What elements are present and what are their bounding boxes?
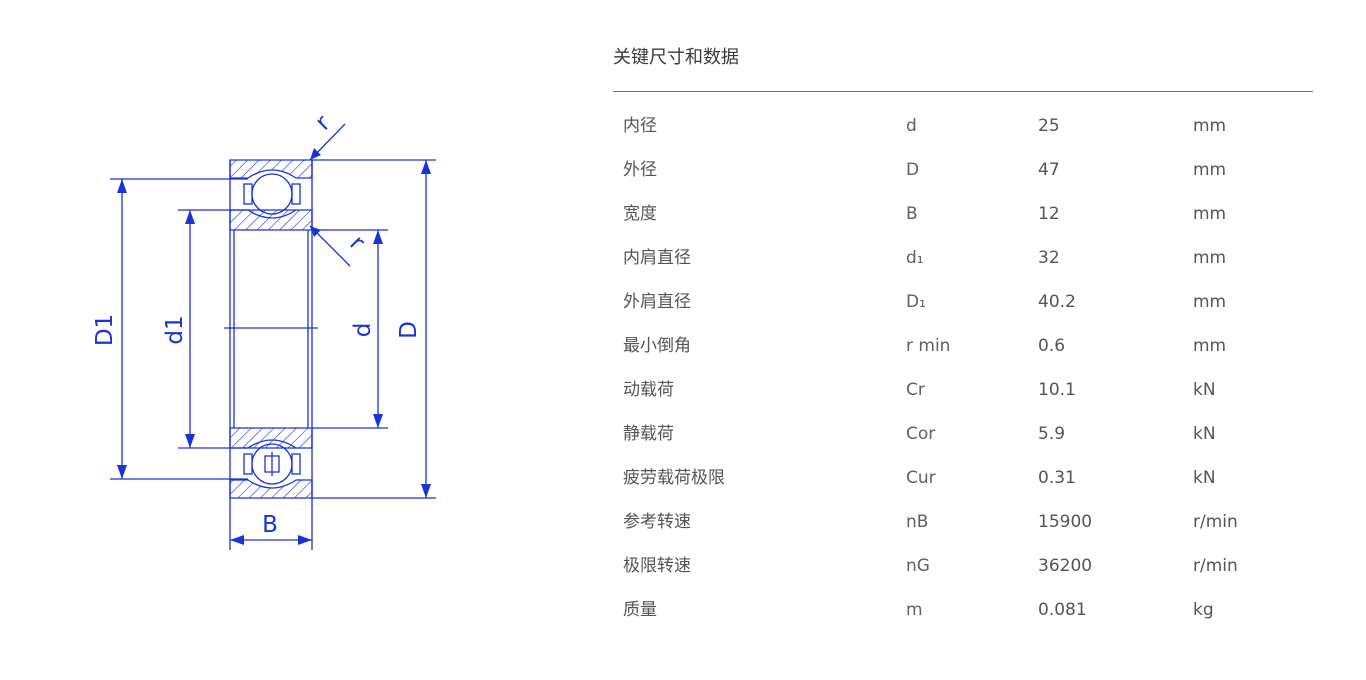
row-name: 极限转速 [623,556,691,576]
table-row: 参考转速 nB 15900 r/min [613,500,1313,544]
row-value: 15900 [1038,512,1093,532]
row-value: 40.2 [1038,292,1076,312]
row-unit: mm [1193,336,1227,356]
row-symbol: D₁ [906,292,926,312]
outer-ring-bottom [229,479,313,499]
row-value: 0.6 [1038,336,1066,356]
label-D: D [396,321,422,339]
row-unit: kN [1193,424,1216,444]
table-row: 质量 m 0.081 kg [613,588,1313,632]
row-symbol: Cor [906,424,936,444]
row-name: 静载荷 [623,424,674,444]
row-symbol: d [906,116,917,136]
row-value: 47 [1038,160,1060,180]
row-symbol: r min [906,336,951,356]
row-name: 最小倒角 [623,336,691,356]
panel-title: 关键尺寸和数据 [613,44,1313,92]
row-symbol: D [906,160,920,180]
row-value: 32 [1038,248,1060,268]
row-value: 36200 [1038,556,1093,576]
label-B: B [262,512,278,538]
row-unit: r/min [1193,556,1238,576]
label-r-top: r [311,110,336,135]
table-row: 外径 D 47 mm [613,148,1313,192]
table-row: 宽度 B 12 mm [613,192,1313,236]
row-unit: mm [1193,116,1227,136]
spec-table: 内径 d 25 mm 外径 D 47 mm 宽度 B 12 mm 内肩直径 d₁ 32 mm 外肩直径 D₁ 40.… [613,104,1313,632]
table-row: 动载荷 Cr 10.1 kN [613,368,1313,412]
row-value: 25 [1038,116,1060,136]
inner-ring-top [229,209,313,231]
table-row: 疲劳载荷极限 Cur 0.31 kN [613,456,1313,500]
row-name: 宽度 [623,204,657,224]
row-value: 5.9 [1038,424,1066,444]
row-symbol: d₁ [906,248,924,268]
outer-ring-top [229,159,313,179]
row-name: 内肩直径 [623,248,691,268]
row-name: 内径 [623,116,657,136]
row-name: 质量 [623,600,657,620]
table-row: 内径 d 25 mm [613,104,1313,148]
row-unit: kN [1193,380,1216,400]
bearing-cross-section-svg: D1 d1 d D B r r [92,110,436,550]
label-d: d [350,323,376,338]
row-name: 动载荷 [623,380,674,400]
row-symbol: nB [906,512,929,532]
label-r-bottom: r [344,231,369,256]
row-unit: kg [1193,600,1214,620]
row-value: 10.1 [1038,380,1076,400]
row-value: 0.31 [1038,468,1076,488]
ball-top [251,173,293,215]
inner-ring-bottom [229,427,313,449]
row-name: 疲劳载荷极限 [623,468,725,488]
row-unit: r/min [1193,512,1238,532]
table-row: 最小倒角 r min 0.6 mm [613,324,1313,368]
row-unit: mm [1193,204,1227,224]
row-symbol: Cur [906,468,936,488]
row-name: 外肩直径 [623,292,691,312]
row-symbol: m [906,600,923,620]
row-unit: mm [1193,292,1227,312]
row-unit: mm [1193,160,1227,180]
row-name: 参考转速 [623,512,691,532]
row-symbol: B [906,204,918,224]
label-D1: D1 [92,314,118,346]
row-value: 0.081 [1038,600,1087,620]
table-row: 极限转速 nG 36200 r/min [613,544,1313,588]
table-row: 内肩直径 d₁ 32 mm [613,236,1313,280]
bearing-drawing: D1 d1 d D B r r [60,95,480,565]
label-d1: d1 [162,315,188,344]
row-symbol: Cr [906,380,925,400]
row-unit: mm [1193,248,1227,268]
row-symbol: nG [906,556,930,576]
row-name: 外径 [623,160,657,180]
table-row: 外肩直径 D₁ 40.2 mm [613,280,1313,324]
table-row: 静载荷 Cor 5.9 kN [613,412,1313,456]
row-value: 12 [1038,204,1060,224]
row-unit: kN [1193,468,1216,488]
